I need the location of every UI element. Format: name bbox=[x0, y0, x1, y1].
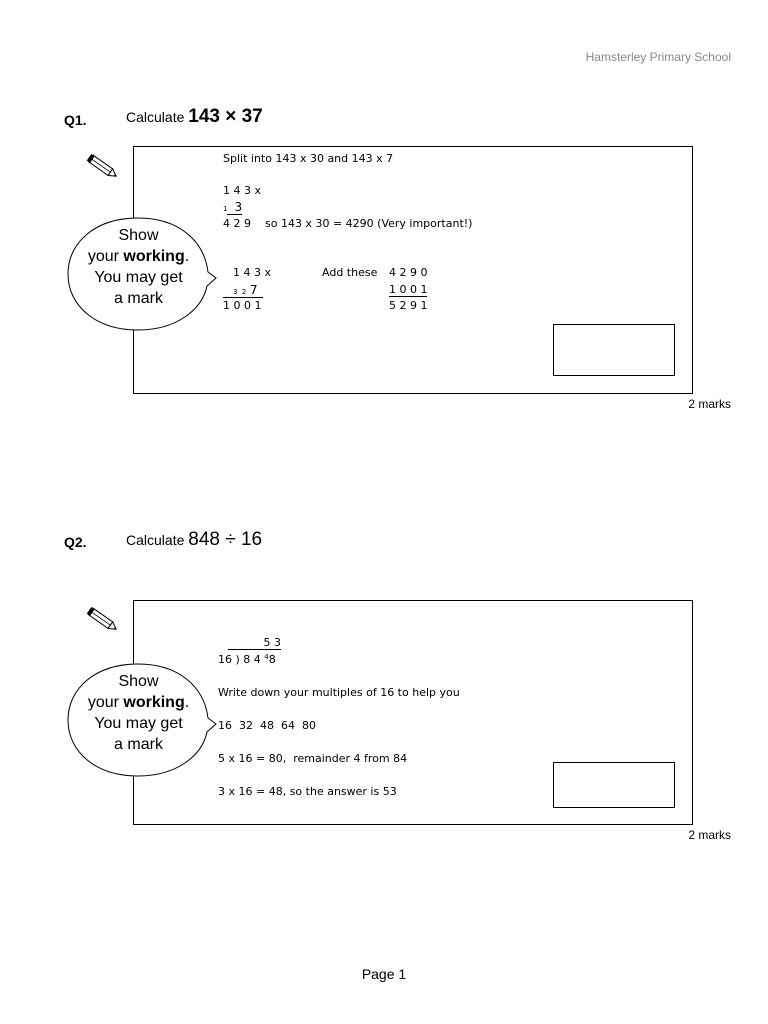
q2-answer-area[interactable] bbox=[133, 600, 693, 825]
q1-mul2-result: 1 0 0 1 bbox=[223, 299, 262, 312]
q1-number: Q1. bbox=[64, 112, 87, 128]
school-name: Hamsterley Primary School bbox=[585, 50, 731, 64]
q1-mul1-top: 1 4 3 x bbox=[223, 184, 261, 197]
speech-bubble-icon bbox=[67, 217, 217, 331]
q2-mark-box[interactable] bbox=[553, 762, 675, 808]
q1-calculate-label: Calculate bbox=[126, 109, 185, 125]
speech-bubble-icon bbox=[67, 663, 217, 777]
bubble-line-may-get: You may get bbox=[94, 269, 183, 286]
q1-add-label: Add these bbox=[322, 266, 378, 279]
q2-quotient: 5 3 bbox=[228, 636, 281, 651]
q2-division: 16 ) 8 4 48 bbox=[218, 653, 276, 666]
bubble-line-may-get: You may get bbox=[94, 715, 183, 732]
show-working-bubble: Show your working. You may get a mark bbox=[66, 214, 217, 334]
q2-working-line-2: 16 32 48 64 80 bbox=[218, 719, 316, 732]
q1-add-second: 1 0 0 1 bbox=[389, 283, 428, 297]
q1-add-result: 5 2 9 1 bbox=[389, 299, 428, 312]
q2-prompt: Calculate 848 ÷ 16 bbox=[126, 529, 262, 551]
q2-number: Q2. bbox=[64, 534, 87, 550]
q2-calculate-label: Calculate bbox=[126, 532, 185, 548]
bubble-line-working: your working. bbox=[87, 248, 190, 265]
page-number: Page 1 bbox=[361, 966, 407, 982]
bubble-line-mark: a mark bbox=[114, 290, 163, 307]
q1-mul1-result: 4 2 9 bbox=[223, 217, 251, 230]
show-working-bubble: Show your working. You may get a mark bbox=[66, 660, 217, 780]
q1-mul1-note: so 143 x 30 = 4290 (Very important!) bbox=[265, 217, 473, 230]
bubble-line-mark: a mark bbox=[114, 736, 163, 753]
q2-working-line-4: 3 x 16 = 48, so the answer is 53 bbox=[218, 785, 397, 798]
q1-working-line: Split into 143 x 30 and 143 x 7 bbox=[223, 152, 394, 165]
q1-add-first: 4 2 9 0 bbox=[389, 266, 428, 279]
bubble-line-show: Show bbox=[118, 227, 159, 244]
pencil-icon bbox=[86, 153, 117, 177]
q1-expression: 143 × 37 bbox=[188, 106, 263, 127]
q2-working-line-3: 5 x 16 = 80, remainder 4 from 84 bbox=[218, 752, 408, 765]
q1-mul1-second: 1 3 bbox=[223, 200, 243, 215]
q1-prompt: Calculate 143 × 37 bbox=[126, 106, 263, 128]
q1-mul2-top: 1 4 3 x bbox=[233, 266, 271, 279]
q1-mark-box[interactable] bbox=[553, 324, 675, 376]
q2-marks: 2 marks bbox=[688, 828, 731, 842]
bubble-line-show: Show bbox=[118, 673, 159, 690]
q2-working-line-1: Write down your multiples of 16 to help … bbox=[218, 686, 460, 699]
bubble-line-working: your working. bbox=[87, 694, 190, 711]
q1-marks: 2 marks bbox=[688, 397, 731, 411]
q1-answer-area[interactable] bbox=[133, 146, 693, 394]
pencil-icon bbox=[86, 606, 117, 630]
q2-expression: 848 ÷ 16 bbox=[188, 529, 263, 550]
q1-mul2-second: 3 2 7 bbox=[223, 283, 263, 299]
